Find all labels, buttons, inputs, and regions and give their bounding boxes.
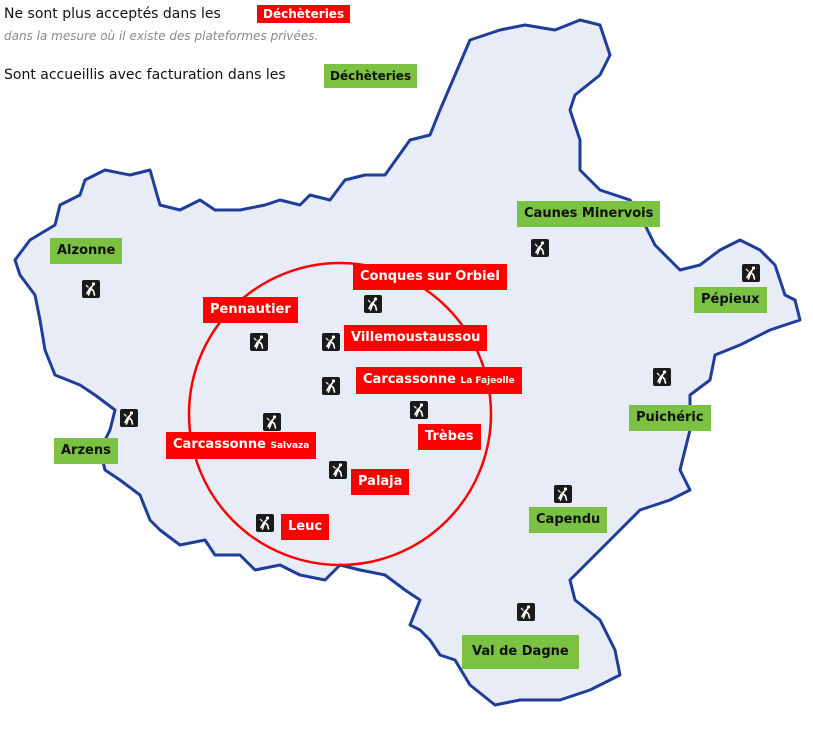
legend-note: dans la mesure où il existe des platefor…: [4, 29, 319, 43]
label-carcassonne-la-fajeolle-name: Carcassonne: [363, 372, 456, 387]
legend-red-badge: Déchèteries: [257, 5, 351, 23]
label-val-de-dagne: Val de Dagne: [462, 635, 579, 669]
waste-site-icon: [531, 239, 549, 257]
label-pepieux: Pépieux: [694, 287, 767, 313]
waste-site-icon: [322, 333, 340, 351]
label-carcassonne-salvaza-suffix: Salvaza: [270, 441, 310, 451]
label-villemoustaussou: Villemoustaussou: [344, 325, 488, 351]
waste-site-icon: [120, 409, 138, 427]
label-puicheric: Puichéric: [629, 405, 711, 431]
label-carcassonne-salvaza-name: Carcassonne: [173, 437, 266, 452]
label-arzens: Arzens: [54, 438, 118, 464]
label-capendu: Capendu: [529, 507, 608, 533]
waste-site-icon: [322, 377, 340, 395]
waste-site-icon: [410, 401, 428, 419]
label-conques-sur-orbiel: Conques sur Orbiel: [353, 264, 507, 290]
label-carcassonne-salvaza: Carcassonne Salvaza: [166, 432, 317, 459]
legend-line-2-text: Sont accueillis avec facturation dans le…: [4, 67, 286, 83]
label-leuc: Leuc: [281, 514, 330, 540]
waste-site-icon: [256, 514, 274, 532]
label-carcassonne-la-fajeolle: Carcassonne La Fajeolle: [356, 367, 522, 394]
waste-site-icon: [554, 485, 572, 503]
waste-site-icon: [250, 333, 268, 351]
legend-green-badge: Déchèteries: [324, 64, 418, 88]
legend-line-1-text: Ne sont plus acceptés dans les: [4, 6, 221, 22]
collection-zone-circle: [187, 261, 493, 567]
label-palaja: Palaja: [351, 469, 410, 495]
label-alzonne: Alzonne: [50, 238, 123, 264]
label-pennautier: Pennautier: [203, 297, 298, 323]
label-caunes-minervois: Caunes Minervois: [517, 201, 661, 227]
waste-site-icon: [742, 264, 760, 282]
waste-site-icon: [82, 280, 100, 298]
label-trebes: Trèbes: [418, 424, 481, 450]
waste-site-icon: [329, 461, 347, 479]
territory-outline: [13, 18, 802, 707]
waste-site-icon: [364, 295, 382, 313]
waste-site-icon: [517, 603, 535, 621]
waste-site-icon: [263, 413, 281, 431]
label-carcassonne-la-fajeolle-suffix: La Fajeolle: [460, 376, 515, 386]
waste-site-icon: [653, 368, 671, 386]
